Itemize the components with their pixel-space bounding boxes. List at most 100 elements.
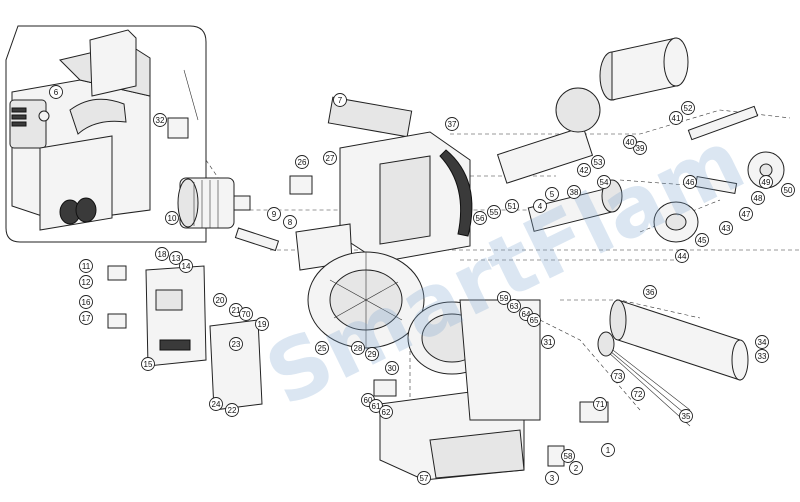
callout-17: 17 [79,311,93,325]
callout-57: 57 [417,471,431,485]
callout-5: 5 [545,187,559,201]
callout-label: 51 [508,202,517,211]
callout-label: 40 [626,138,635,147]
callout-11: 11 [79,259,93,273]
callout-72: 72 [631,387,645,401]
panel-19 [209,319,263,411]
callout-label: 72 [634,390,643,399]
callout-label: 22 [228,406,237,415]
callout-32: 32 [153,113,167,127]
part-62 [373,379,397,397]
callout-41: 41 [669,111,683,125]
callout-2: 2 [569,461,583,475]
callout-56: 56 [473,211,487,225]
callout-35: 35 [679,409,693,423]
callout-label: 50 [784,186,793,195]
callout-36: 36 [643,285,657,299]
callout-62: 62 [379,405,393,419]
callout-label: 44 [678,252,687,261]
callout-label: 43 [722,224,731,233]
callout-label: 47 [742,210,751,219]
callout-label: 63 [510,302,519,311]
callout-38: 38 [567,185,581,199]
callout-46: 46 [683,175,697,189]
callout-4: 4 [533,199,547,213]
callout-label: 54 [600,178,609,187]
callout-label: 1 [606,446,611,455]
callout-label: 57 [420,474,429,483]
rod-41 [687,105,759,141]
callout-10: 10 [165,211,179,225]
callout-51: 51 [505,199,519,213]
callout-73: 73 [611,369,625,383]
callout-55: 55 [487,205,501,219]
callout-8: 8 [283,215,297,229]
callout-label: 26 [298,158,307,167]
callout-44: 44 [675,249,689,263]
callout-70: 70 [239,307,253,321]
callout-label: 18 [158,250,167,259]
callout-label: 8 [288,218,293,227]
part-26 [289,175,313,195]
callout-40: 40 [623,135,637,149]
callout-label: 11 [82,262,91,271]
callout-12: 12 [79,275,93,289]
bracket-9 [234,227,280,252]
callout-23: 23 [229,337,243,351]
callout-71: 71 [593,397,607,411]
callout-14: 14 [179,259,193,273]
callout-27: 27 [323,151,337,165]
callout-group: 1234567891011121314151617181920212223242… [49,85,795,485]
callout-24: 24 [209,397,223,411]
callout-label: 2 [574,464,579,473]
callout-label: 38 [570,188,579,197]
callout-34: 34 [755,335,769,349]
callout-37: 37 [445,117,459,131]
callout-49: 49 [759,175,773,189]
callout-58: 58 [561,449,575,463]
callout-3: 3 [545,471,559,485]
part-12 [107,265,127,281]
callout-label: 4 [538,202,543,211]
fan-impeller [307,251,425,349]
cover-plate [327,96,413,138]
callout-label: 56 [476,214,485,223]
motor [177,177,251,229]
callout-label: 61 [372,402,381,411]
callout-18: 18 [155,247,169,261]
callout-label: 5 [550,190,555,199]
callout-label: 21 [232,306,241,315]
callout-label: 36 [646,288,655,297]
oil-preheater-36 [609,299,749,381]
callout-label: 53 [594,158,603,167]
callout-59: 59 [497,291,511,305]
callout-22: 22 [225,403,239,417]
callout-label: 23 [232,340,241,349]
callout-47: 47 [739,207,753,221]
callout-label: 73 [614,372,623,381]
callout-label: 15 [144,360,153,369]
callout-label: 64 [522,310,531,319]
callout-label: 13 [172,254,181,263]
callout-15: 15 [141,357,155,371]
callout-label: 37 [448,120,457,129]
callout-label: 58 [564,452,573,461]
callout-26: 26 [295,155,309,169]
callout-33: 33 [755,349,769,363]
callout-label: 35 [682,412,691,421]
callout-30: 30 [385,361,399,375]
callout-label: 52 [684,104,693,113]
callout-label: 32 [156,116,165,125]
callout-label: 17 [82,314,91,323]
callout-label: 42 [580,166,589,175]
callout-label: 6 [54,88,59,97]
blast-tube [379,299,541,481]
callout-31: 31 [541,335,555,349]
callout-label: 29 [368,350,377,359]
callout-label: 14 [182,262,191,271]
callout-label: 33 [758,352,767,361]
callout-label: 20 [216,296,225,305]
callout-label: 71 [596,400,605,409]
